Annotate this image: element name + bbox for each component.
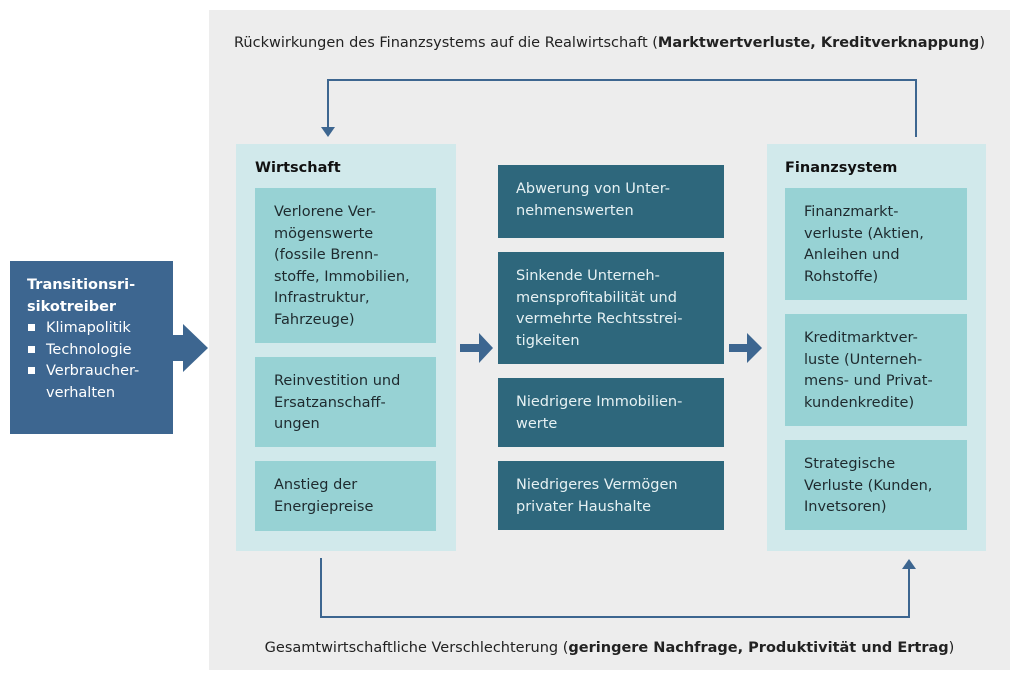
economy-to-effects-arrow bbox=[460, 333, 493, 363]
driver-list: Klimapolitik Technologie Verbraucher- ve… bbox=[27, 318, 173, 404]
top-caption: Rückwirkungen des Finanzsystems auf die … bbox=[209, 35, 1010, 51]
effect-item: Abwerung von Unter- nehmenswerten bbox=[498, 165, 724, 238]
finanzsystem-item: Kreditmarktver- luste (Unterneh- mens- u… bbox=[785, 314, 967, 426]
transition-risk-drivers-box: Transitionsri- sikotreiber Klimapolitik … bbox=[10, 261, 173, 434]
feedback-arrowhead bbox=[321, 127, 335, 137]
effects-to-finance-arrow bbox=[729, 333, 762, 363]
wirtschaft-item: Anstieg der Energiepreise bbox=[255, 461, 436, 531]
wirtschaft-item: Reinvestition und Ersatzanschaff- ungen bbox=[255, 357, 436, 447]
finanzsystem-item: Strategische Verluste (Kunden, Invetsore… bbox=[785, 440, 967, 530]
top-caption-end: ) bbox=[979, 35, 985, 51]
finanzsystem-title: Finanzsystem bbox=[785, 160, 898, 176]
driver-item: Verbraucher- verhalten bbox=[27, 361, 173, 404]
deterioration-arrowhead bbox=[902, 559, 916, 569]
wirtschaft-title: Wirtschaft bbox=[255, 160, 341, 176]
driver-title: Transitionsri- sikotreiber bbox=[27, 277, 136, 315]
bottom-caption: Gesamtwirtschaftliche Verschlechterung (… bbox=[209, 640, 1010, 656]
bottom-caption-text: Gesamtwirtschaftliche Verschlechterung ( bbox=[264, 640, 569, 656]
wirtschaft-item: Verlorene Ver- mögenswerte (fossile Bren… bbox=[255, 188, 436, 343]
driver-arrow bbox=[173, 324, 208, 372]
finanzsystem-item: Finanzmarkt- verluste (Aktien, Anleihen … bbox=[785, 188, 967, 300]
top-caption-text: Rückwirkungen des Finanzsystems auf die … bbox=[234, 35, 658, 51]
deterioration-arrow-line bbox=[320, 558, 910, 618]
top-caption-bold: Marktwertverluste, Kreditverknappung bbox=[657, 35, 980, 51]
bottom-caption-end: ) bbox=[948, 640, 955, 656]
effect-item: Niedrigeres Vermögen privater Haushalte bbox=[498, 461, 724, 530]
bottom-caption-bold: geringere Nachfrage, Produktivität und E… bbox=[568, 640, 949, 656]
driver-item: Technologie bbox=[27, 340, 173, 362]
feedback-arrow-line bbox=[327, 79, 917, 137]
driver-item: Klimapolitik bbox=[27, 318, 173, 340]
effect-item: Niedrigere Immobilien- werte bbox=[498, 378, 724, 447]
effect-item: Sinkende Unterneh- mensprofitabilität un… bbox=[498, 252, 724, 364]
